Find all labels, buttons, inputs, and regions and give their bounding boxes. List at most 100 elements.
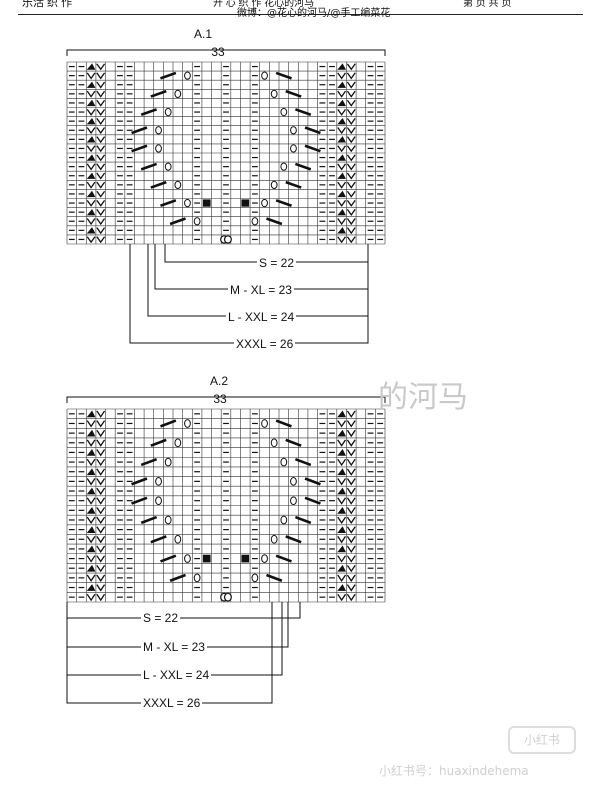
cable-triangle [86, 81, 96, 88]
decrease-v [96, 584, 106, 592]
decrease-v [337, 90, 347, 98]
cable-triangle [337, 449, 346, 456]
size-leader-line [147, 244, 369, 317]
count-bracket [66, 49, 386, 56]
decrease-v [346, 410, 356, 418]
cable-triangle [86, 208, 96, 216]
decrease-v [337, 497, 347, 505]
decrease-bar [160, 71, 177, 80]
decrease-v [337, 72, 347, 80]
decrease-v [337, 127, 347, 135]
watermark-badge: 小红书 [508, 726, 576, 754]
decrease-v [346, 593, 356, 602]
decrease-v [346, 99, 356, 107]
decrease-v [346, 199, 356, 207]
decrease-v [337, 536, 347, 544]
chart-a2-title: A.2 [210, 374, 229, 388]
decrease-v [96, 487, 106, 496]
yarn-over [164, 107, 172, 117]
decrease-bar [266, 217, 283, 226]
chart-a1-size-s: S = 22 [257, 256, 297, 270]
cable-triangle [337, 190, 346, 198]
decrease-v [346, 127, 356, 135]
cable-triangle [337, 526, 346, 534]
decrease-v [96, 63, 106, 71]
no-stitch-square [241, 199, 250, 207]
decrease-v [86, 163, 96, 171]
yarn-over [193, 217, 201, 226]
decrease-v [86, 236, 96, 244]
decrease-v [96, 136, 106, 144]
decrease-v [337, 145, 347, 153]
decrease-bar [275, 199, 292, 208]
yarn-over [261, 419, 268, 428]
cable-triangle [86, 506, 96, 514]
decrease-v [96, 163, 106, 171]
cable-triangle [337, 506, 346, 514]
decrease-v [346, 555, 356, 563]
decrease-v [346, 72, 356, 80]
decrease-v [96, 81, 106, 89]
header-page-number: 第 页 共 页 [463, 0, 512, 9]
decrease-v [346, 90, 356, 98]
decrease-v [96, 99, 106, 107]
decrease-bar [150, 535, 167, 544]
decrease-bar [140, 515, 158, 525]
decrease-bar [169, 217, 186, 226]
chart-a1-size-m-xl: M - XL = 23 [228, 283, 294, 297]
decrease-v [346, 487, 356, 496]
yarn-over [290, 477, 297, 486]
decrease-v [337, 574, 347, 582]
decrease-v [96, 574, 106, 582]
decrease-v [346, 497, 356, 505]
decrease-v [337, 478, 347, 486]
decrease-v [346, 516, 356, 525]
decrease-v [337, 163, 347, 171]
decrease-bar [304, 126, 321, 135]
yarn-over [184, 419, 191, 428]
cable-triangle [337, 136, 346, 143]
decrease-v [346, 118, 356, 126]
decrease-v [346, 63, 356, 71]
yarn-over [290, 126, 297, 135]
decrease-v [346, 536, 356, 544]
no-stitch-square [202, 199, 211, 207]
decrease-bar [131, 477, 148, 486]
decrease-v [337, 458, 347, 467]
no-stitch-square [241, 554, 250, 563]
decrease-v [346, 154, 356, 162]
cable-triangle [86, 584, 96, 591]
decrease-v [337, 108, 347, 116]
decrease-v [337, 593, 347, 602]
decrease-v [346, 449, 356, 457]
decrease-v [96, 478, 106, 486]
decrease-v [337, 439, 347, 447]
chart-a2-stitch-count: 33 [213, 392, 227, 406]
cable-triangle [337, 227, 346, 234]
decrease-v [96, 564, 106, 573]
decrease-v [86, 199, 96, 207]
cable-triangle [86, 526, 96, 534]
decrease-bar [160, 419, 177, 428]
yarn-over [174, 89, 182, 98]
cable-triangle [86, 172, 96, 179]
decrease-bar [140, 108, 158, 117]
decrease-v [337, 181, 347, 189]
chart-a2-size-xxxl: XXXL = 26 [141, 696, 203, 710]
decrease-v [86, 181, 96, 189]
cable-triangle [86, 487, 96, 495]
yarn-over [155, 126, 162, 135]
yarn-over [251, 573, 259, 583]
cable-triangle [337, 410, 346, 418]
decrease-bar [294, 108, 312, 117]
decrease-v [86, 497, 96, 505]
yarn-over [184, 71, 191, 80]
decrease-v [337, 420, 347, 428]
decrease-v [337, 555, 347, 563]
decrease-v [96, 439, 106, 447]
yarn-over [270, 534, 278, 544]
decrease-v [96, 507, 106, 515]
yarn-over [270, 180, 278, 189]
cable-triangle [86, 190, 96, 198]
yarn-over [174, 534, 182, 544]
